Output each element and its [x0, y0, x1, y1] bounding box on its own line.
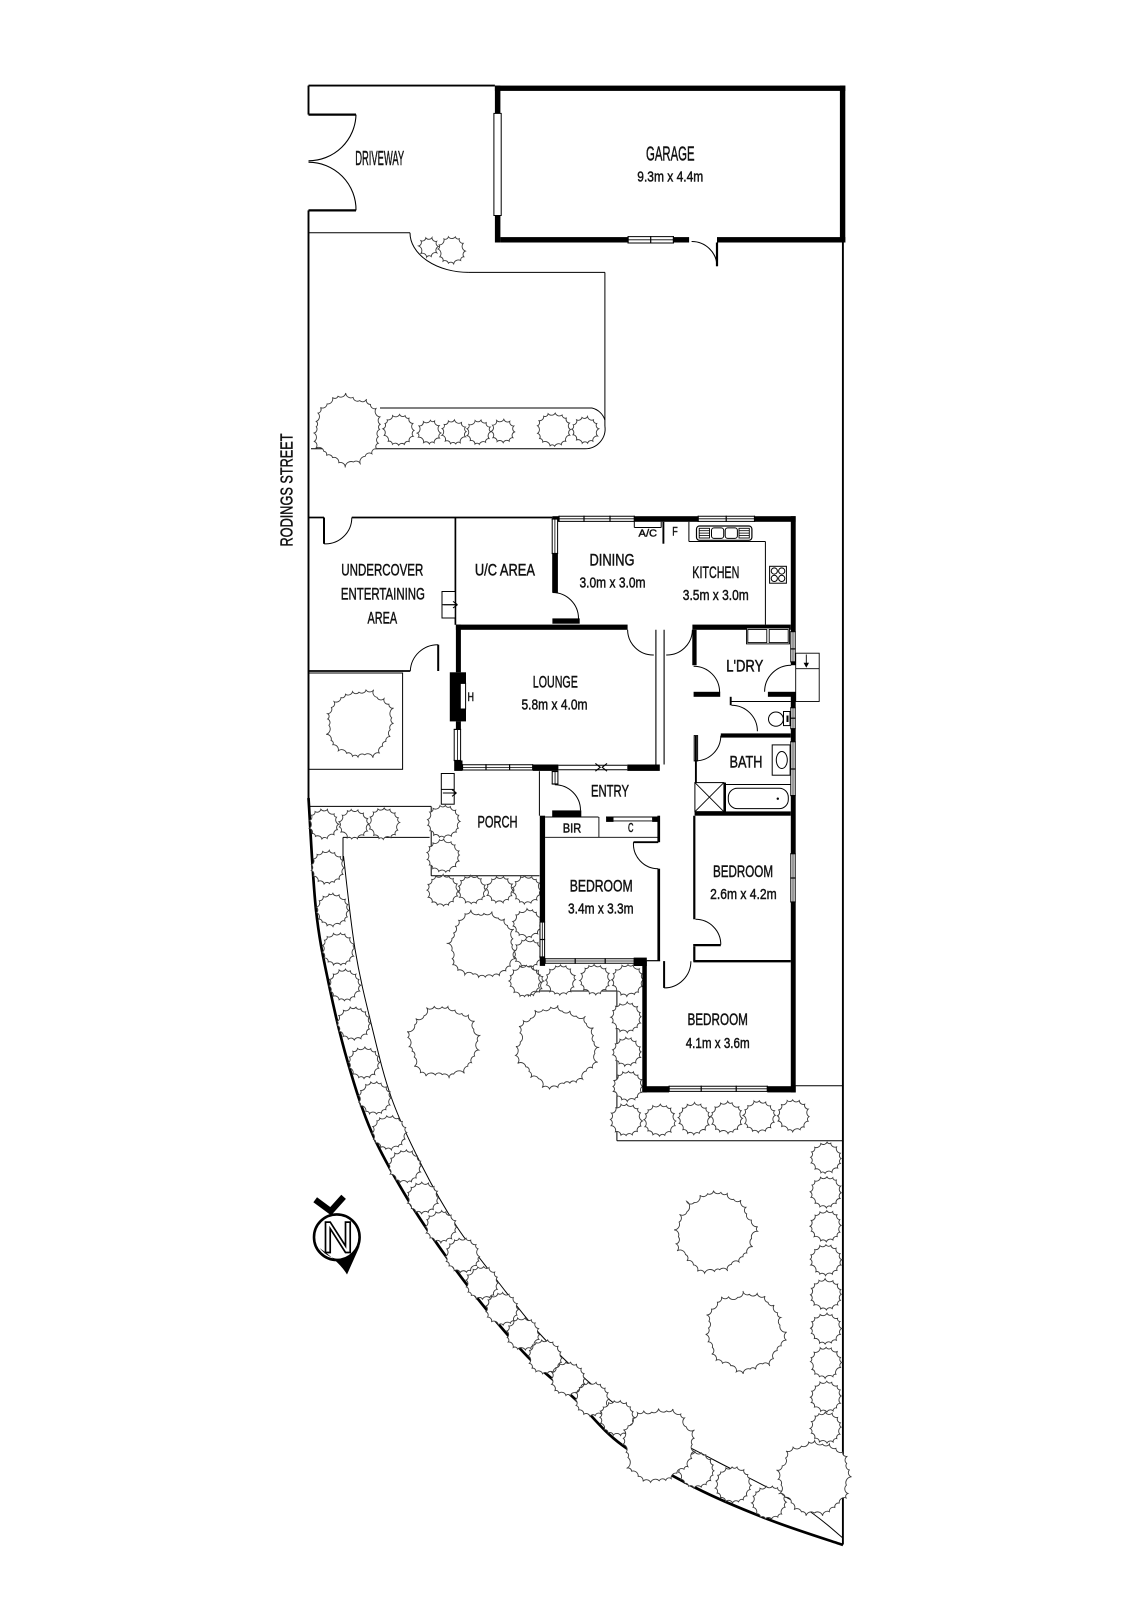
svg-text:3.4m x 3.3m: 3.4m x 3.3m [568, 902, 634, 918]
svg-text:BATH: BATH [730, 754, 763, 772]
svg-text:GARAGE: GARAGE [646, 143, 695, 166]
svg-text:KITCHEN: KITCHEN [692, 564, 739, 582]
svg-text:LOUNGE: LOUNGE [533, 674, 578, 692]
svg-text:H: H [467, 690, 474, 704]
svg-text:F: F [672, 525, 678, 539]
svg-text:3.5m x 3.0m: 3.5m x 3.0m [683, 588, 749, 604]
svg-text:BEDROOM: BEDROOM [570, 878, 633, 896]
svg-text:A/C: A/C [639, 528, 658, 540]
svg-text:ENTRY: ENTRY [591, 782, 629, 800]
svg-text:4.1m x 3.6m: 4.1m x 3.6m [686, 1036, 750, 1052]
svg-text:BEDROOM: BEDROOM [687, 1011, 748, 1029]
svg-text:3.0m x 3.0m: 3.0m x 3.0m [580, 576, 646, 592]
svg-text:DINING: DINING [590, 552, 635, 570]
svg-text:ENTERTAINING: ENTERTAINING [341, 586, 425, 604]
svg-text:U/C AREA: U/C AREA [475, 562, 535, 580]
svg-text:UNDERCOVER: UNDERCOVER [341, 562, 423, 580]
svg-text:5.8m x 4.0m: 5.8m x 4.0m [522, 698, 588, 714]
svg-text:RODINGS STREET: RODINGS STREET [277, 433, 297, 546]
svg-text:DRIVEWAY: DRIVEWAY [355, 148, 404, 170]
svg-text:L'DRY: L'DRY [726, 658, 763, 676]
svg-text:PORCH: PORCH [478, 814, 518, 832]
svg-text:C: C [628, 821, 634, 835]
svg-text:9.3m x 4.4m: 9.3m x 4.4m [637, 170, 703, 186]
svg-text:BEDROOM: BEDROOM [713, 863, 773, 881]
svg-text:2.6m x 4.2m: 2.6m x 4.2m [710, 887, 777, 903]
svg-text:BIR: BIR [563, 821, 582, 835]
svg-text:AREA: AREA [368, 609, 398, 627]
